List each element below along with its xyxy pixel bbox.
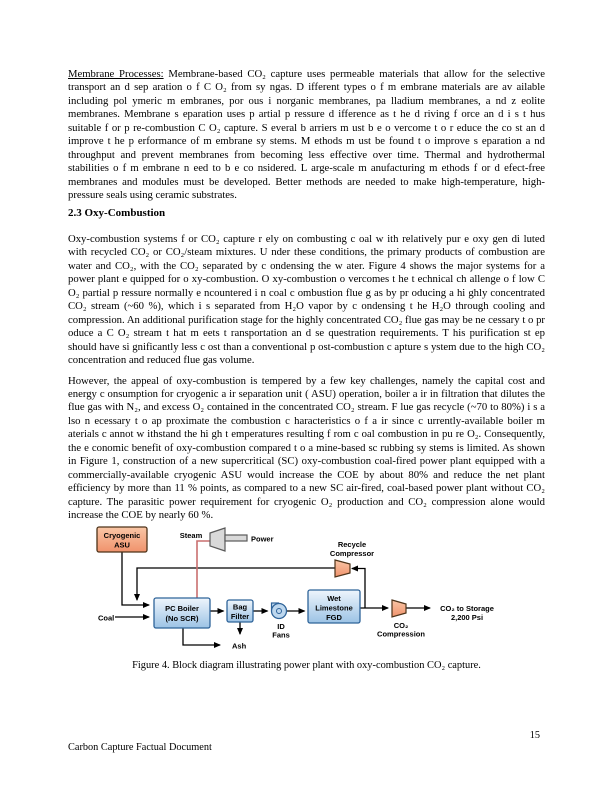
paragraph-oxy-combustion-2: However, the appeal of oxy-combustion is… xyxy=(68,374,545,522)
pc-boiler-box xyxy=(153,597,211,629)
recycle-compressor-label-line2: Compressor xyxy=(330,549,374,558)
asu-label-line2: ASU xyxy=(114,541,130,550)
id-fan-hub xyxy=(276,608,282,614)
power-label: Power xyxy=(251,535,274,544)
recycle-return-line xyxy=(134,567,335,601)
boiler-label-line1: PC Boiler xyxy=(165,604,199,613)
paragraph-oxy-combustion-1: Oxy-combustion systems f or CO₂ capture … xyxy=(68,232,545,367)
bag-filter-box xyxy=(226,599,254,623)
ash-label: Ash xyxy=(232,642,247,651)
recycle-compressor-label-line1: Recycle xyxy=(338,540,366,549)
membrane-processes-label: Membrane Processes: xyxy=(68,68,164,80)
coal-label: Coal xyxy=(98,614,114,623)
id-fans-label-line1: ID xyxy=(277,622,285,631)
turbine-shaft-shape xyxy=(224,534,248,542)
wet-limestone-fgd-box xyxy=(307,589,361,624)
asu-label-line1: Cryogenic xyxy=(104,531,141,540)
steam-label: Steam xyxy=(180,531,203,540)
cryogenic-asu-box xyxy=(96,526,148,553)
co2-compression-shape xyxy=(391,599,407,618)
bag-filter-label-line1: Bag xyxy=(233,603,248,612)
bag-filter-label-line2: Filter xyxy=(231,612,249,621)
page-number: 15 xyxy=(529,730,540,741)
co2-compression-label-line1: CO₂ xyxy=(394,621,409,630)
steam-turbine-shape xyxy=(209,527,226,552)
figure-4-block-diagram: Cryogenic ASU Recycle Compressor PC Boil… xyxy=(85,524,535,659)
boiler-ash-line xyxy=(182,628,221,648)
footer-document-title: Carbon Capture Factual Document xyxy=(68,742,212,753)
oxy-combustion-diagram: Cryogenic ASU Recycle Compressor PC Boil… xyxy=(96,526,494,651)
figure-caption: Figure 4. Block diagram illustrating pow… xyxy=(132,660,481,671)
id-fans-label-line2: Fans xyxy=(272,631,290,640)
section-heading-oxy-combustion: 2.3 Oxy-Combustion xyxy=(68,206,166,219)
fgd-label-line3: FGD xyxy=(326,613,342,622)
paragraph-membrane-processes: Membrane Processes: Membrane-based CO₂ c… xyxy=(68,68,545,203)
flow-lines xyxy=(115,552,431,648)
text-column: Membrane Processes: Membrane-based CO₂ c… xyxy=(68,68,545,530)
co2-to-storage-label-line1: CO₂ to Storage xyxy=(440,604,494,613)
fgd-label-line2: Limestone xyxy=(315,604,353,613)
asu-oxygen-line xyxy=(121,552,150,608)
co2-to-storage-label-line2: 2,200 Psi xyxy=(451,613,483,622)
steam-line xyxy=(196,540,210,598)
membrane-processes-text: Membrane-based CO₂ capture uses permeabl… xyxy=(68,68,545,202)
recycle-compressor-shape xyxy=(334,559,351,578)
boiler-label-line2: (No SCR) xyxy=(166,614,199,623)
id-fan-circle xyxy=(270,602,288,620)
co2-compression-label-line2: Compression xyxy=(377,630,425,639)
fgd-label-line1: Wet xyxy=(327,594,341,603)
recycle-riser-line xyxy=(351,565,366,608)
